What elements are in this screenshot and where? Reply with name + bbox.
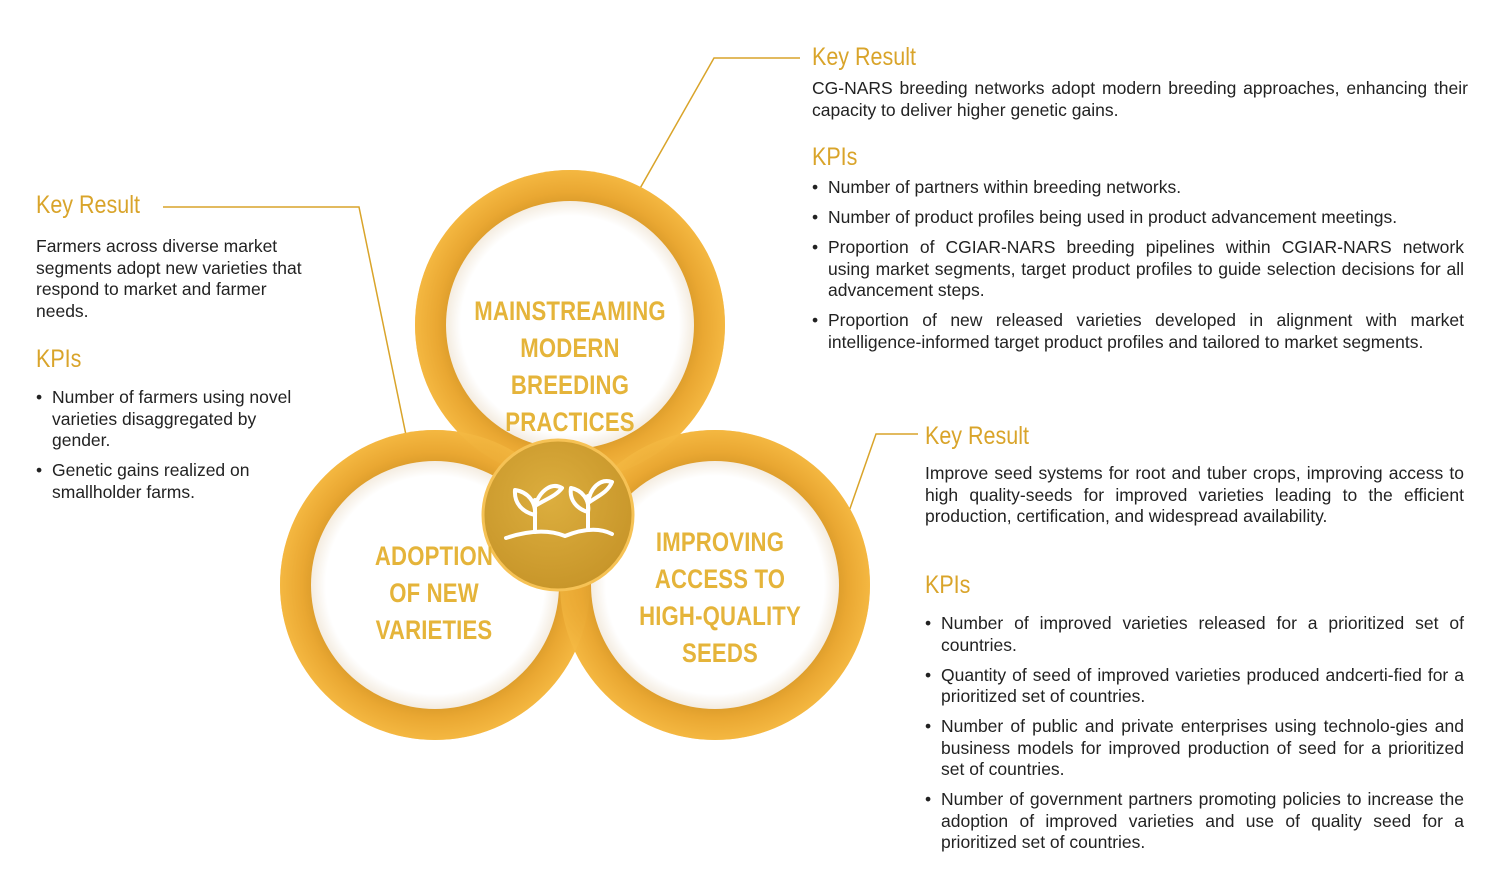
circle-label-top-line-1: MAINSTREAMING [474, 296, 666, 326]
top-right-kpi-item: Proportion of CGIAR-NARS breeding pipeli… [812, 237, 1464, 302]
circle-label-right-line-2: ACCESS TO [654, 564, 786, 594]
inner-disc-top [446, 201, 694, 449]
left-kpis-heading: KPIs [36, 345, 82, 373]
circle-label-right-line-3: HIGH-QUALITY [639, 601, 801, 631]
top-right-kpis-heading: KPIs [812, 143, 858, 171]
circle-label-right: IMPROVING ACCESS TO HIGH-QUALITY SEEDS [634, 524, 806, 672]
bottom-right-kpi-item: Quantity of seed of improved varieties p… [925, 665, 1464, 708]
bottom-right-kpi-item: Number of government partners promoting … [925, 789, 1464, 854]
connector-line-right [845, 433, 918, 521]
bottom-right-kpi-list: Number of improved varieties released fo… [925, 613, 1464, 862]
bottom-right-key-result-heading: Key Result [925, 422, 1029, 450]
top-right-key-result-heading: Key Result [812, 43, 916, 71]
connector-line-top [629, 57, 800, 207]
sprouting-seedlings-icon [504, 479, 614, 540]
circle-label-left-line-3: VARIETIES [375, 615, 493, 645]
left-kpi-list: Number of farmers using novel varieties … [36, 387, 318, 512]
circle-label-left-line-2: OF NEW [389, 578, 479, 608]
circle-label-left-line-1: ADOPTION [374, 541, 494, 571]
circle-label-left: ADOPTION OF NEW VARIETIES [352, 538, 516, 649]
inner-disc-right [591, 461, 839, 709]
bottom-right-key-result-text: Improve seed systems for root and tuber … [925, 463, 1464, 526]
bottom-right-kpi-item: Number of public and private enterprises… [925, 716, 1464, 781]
circle-label-top: MAINSTREAMING MODERN BREEDING PRACTICES [472, 293, 669, 441]
circle-label-right-line-1: IMPROVING [655, 527, 785, 557]
connector-line-left [163, 206, 408, 441]
left-key-result-text: Farmers across diverse market segments a… [36, 236, 302, 321]
top-right-kpi-item: Proportion of new released varieties dev… [812, 310, 1464, 353]
left-kpi-item: Genetic gains realized on smallholder fa… [36, 460, 318, 503]
circle-label-top-line-3: PRACTICES [505, 407, 635, 437]
top-right-kpi-item: Number of partners within breeding netwo… [812, 177, 1464, 199]
top-right-kpi-item: Number of product profiles being used in… [812, 207, 1464, 229]
bottom-right-kpi-item: Number of improved varieties released fo… [925, 613, 1464, 656]
left-kpi-item: Number of farmers using novel varieties … [36, 387, 318, 452]
top-right-key-result-text: CG-NARS breeding networks adopt modern b… [812, 78, 1468, 120]
top-right-kpi-list: Number of partners within breeding netwo… [812, 177, 1464, 362]
left-key-result-heading: Key Result [36, 191, 140, 219]
circle-label-right-line-4: SEEDS [682, 638, 758, 668]
center-hub [481, 438, 635, 592]
circle-label-top-line-2: MODERN BREEDING [510, 333, 630, 400]
bottom-right-kpis-heading: KPIs [925, 571, 971, 599]
